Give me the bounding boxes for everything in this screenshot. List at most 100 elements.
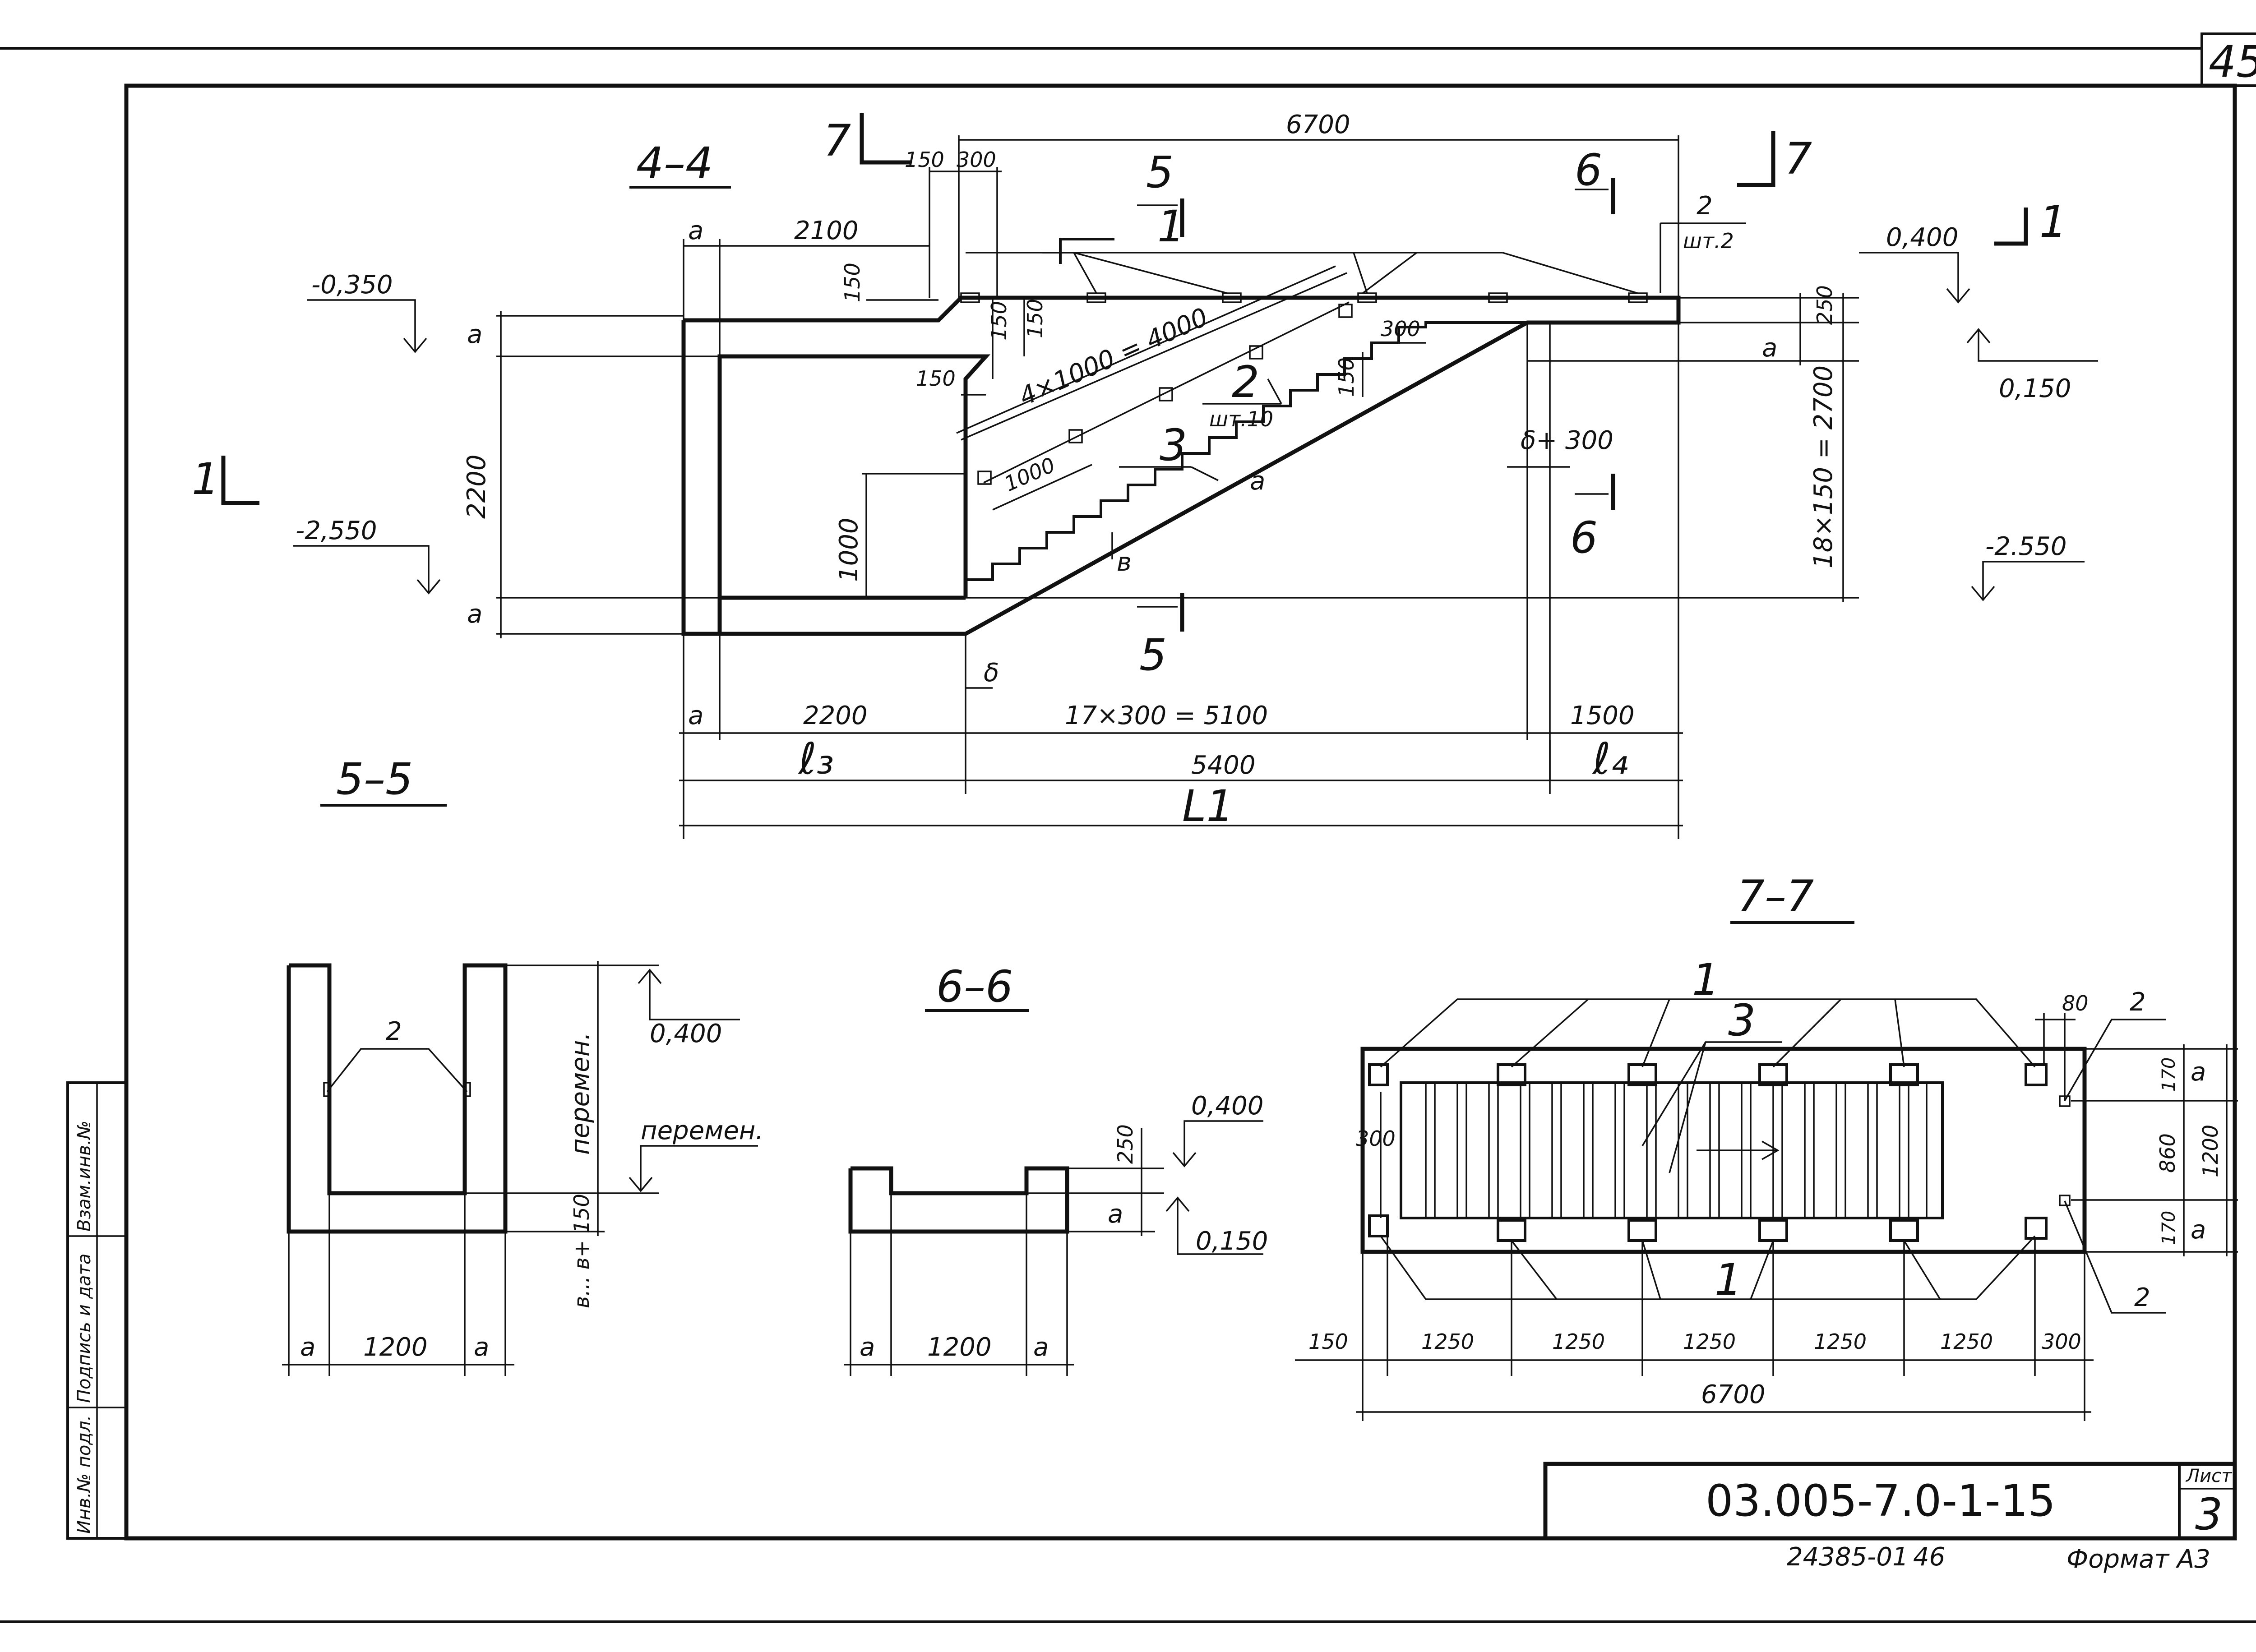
dim-300-step: 300 xyxy=(1381,317,1420,341)
item2-mid-qty: шт.10 xyxy=(1209,407,1273,431)
dim-1000-diag: 1000 xyxy=(1001,452,1059,496)
embedded-axis xyxy=(961,272,1347,441)
page-number: 45 xyxy=(2209,37,2256,87)
dim-l3: ℓ₃ xyxy=(798,734,834,784)
dim-860: 860 xyxy=(2155,1133,2180,1173)
dim-L1: L1 xyxy=(1182,781,1234,831)
leader-item1-bottom xyxy=(1641,1240,1661,1300)
level-mid-5-5: перемен. xyxy=(641,1116,763,1145)
dim-5400: 5400 xyxy=(1191,751,1256,780)
dim-300-left: 300 xyxy=(1356,1126,1396,1151)
leader-item1 xyxy=(1362,252,1418,294)
dim-17x300: 17×300 = 5100 xyxy=(1065,701,1268,730)
leader-item2 xyxy=(1502,252,1638,294)
dim-bottom-1500: 1500 xyxy=(1570,701,1635,730)
dim-250-right: 250 xyxy=(1812,285,1837,325)
page-number-box xyxy=(2201,32,2256,87)
cut-7-right: 7 xyxy=(1784,134,1812,184)
side-stamp: Инв.№ подл. Подпись и дата Взам.инв.№ xyxy=(66,1081,128,1540)
cut-marker-7-left xyxy=(860,113,911,165)
dim-delta: δ xyxy=(984,658,999,688)
level-arrow xyxy=(403,337,427,353)
dim-line-diag xyxy=(956,265,1336,434)
dim-150-bottom: 150 xyxy=(1308,1329,1348,1354)
drawing-code: 03.005-7.0-1-15 xyxy=(1706,1476,2056,1526)
embedded-plate xyxy=(1488,292,1508,303)
leader-item1 xyxy=(1073,252,1228,294)
level-arrow xyxy=(1946,288,1970,304)
dim-2200-left: 2200 xyxy=(462,454,491,519)
item2-mid-mark: 2 xyxy=(1232,357,1259,407)
sheet-label: Лист xyxy=(2185,1466,2233,1486)
embedded-plate xyxy=(960,292,980,303)
item1-bottom-mark-7-7: 1 xyxy=(1715,1255,1742,1305)
dim-bottom-2200: 2200 xyxy=(803,701,868,730)
stair-inner-wall xyxy=(717,354,991,634)
drawing-frame xyxy=(124,83,2237,1541)
dim-line-diag xyxy=(992,464,1092,511)
archive-number: 24385-01 xyxy=(1787,1542,1909,1572)
level-lower-left: -2,550 xyxy=(296,516,377,545)
cut-marker-1-right xyxy=(1994,208,2028,246)
dim-a-top: а xyxy=(688,216,703,245)
leader-item1-top xyxy=(1894,999,1905,1067)
item2-mark-5-5: 2 xyxy=(386,1017,402,1046)
dim-18x150: 18×150 = 2700 xyxy=(1809,365,1838,568)
flight-outline xyxy=(1400,1081,1944,1219)
item2-bottom-mark-7-7: 2 xyxy=(2134,1283,2150,1312)
dim-6700-bottom: 6700 xyxy=(1701,1380,1766,1409)
cut-6-bottom: 6 xyxy=(1570,512,1598,563)
dim-6700: 6700 xyxy=(1286,110,1350,139)
dim-a-left-bottom: а xyxy=(467,600,482,629)
title-block: 03.005-7.0-1-15 Лист 3 24385-01 46 Форма… xyxy=(1543,1462,2237,1574)
stamp-inv-original: Инв.№ подл. xyxy=(74,1415,95,1534)
item1-marker xyxy=(1059,238,1114,264)
leader-item1-top xyxy=(1772,998,1842,1068)
dim-bottom-a: а xyxy=(688,701,703,730)
dim-a-left-5-5: а xyxy=(300,1333,315,1362)
item1-top-mark-7-7: 1 xyxy=(1692,955,1720,1005)
level-right-mid: 0,150 xyxy=(1999,374,2071,403)
cut-5-bottom: 5 xyxy=(1139,630,1167,680)
level-marker xyxy=(1859,252,1959,302)
dim-250-6-6: 250 xyxy=(1113,1124,1137,1164)
item2-top-qty: шт.2 xyxy=(1683,229,1734,253)
dim-150-riser: 150 xyxy=(1334,357,1359,397)
level-marker xyxy=(1177,1198,1263,1255)
stamp-replaced-inv: Взам.инв.№ xyxy=(74,1121,95,1232)
section-7-7: 7–7 xyxy=(1295,871,2238,1421)
leader-line xyxy=(1191,466,1219,481)
dim-300-bottom: 300 xyxy=(2042,1329,2081,1354)
title-block-box xyxy=(1543,1462,2237,1541)
section-4-4: 4–4 1 6700 xyxy=(192,110,2098,839)
level-upper-right: 0,400 xyxy=(1886,223,1958,252)
dim-1200-6-6: 1200 xyxy=(927,1333,992,1362)
dim-1250-4: 1250 xyxy=(1814,1329,1867,1354)
embedded-plate xyxy=(1222,292,1242,303)
item3-mark-7-7: 3 xyxy=(1728,995,1756,1046)
dim-150-edge: 150 xyxy=(840,263,864,302)
dim-170-bottom: 170 xyxy=(2159,1211,2179,1245)
level-arrow xyxy=(629,1177,653,1192)
stair-steps xyxy=(964,321,1527,598)
embedded-part xyxy=(977,471,992,485)
section-4-4-title: 4–4 xyxy=(636,138,713,189)
section-6-6-title: 6–6 xyxy=(936,961,1013,1012)
cut-7-left: 7 xyxy=(823,115,851,166)
stamp-signature-date: Подпись и дата xyxy=(74,1254,95,1403)
cut-1-left: 1 xyxy=(192,454,219,504)
level-marker xyxy=(1982,561,2085,600)
archive-page: 46 xyxy=(1913,1542,1945,1572)
level-arrow xyxy=(1966,328,1991,344)
item3-mark: 3 xyxy=(1160,420,1187,471)
cut-6-top: 6 xyxy=(1575,145,1602,195)
leader-item1-bottom xyxy=(1903,1240,1941,1300)
dim-1250-1: 1250 xyxy=(1421,1329,1474,1354)
level-bottom-6-6: 0,150 xyxy=(1196,1227,1268,1256)
section-5-5-title: 5–5 xyxy=(336,754,413,804)
leader-item1-bottom xyxy=(1511,1240,1558,1300)
dim-a-side-6-6: а xyxy=(1108,1200,1123,1229)
dim-base-5-5: в... в+ 150 xyxy=(569,1194,594,1308)
dim-1250-2: 1250 xyxy=(1552,1329,1605,1354)
